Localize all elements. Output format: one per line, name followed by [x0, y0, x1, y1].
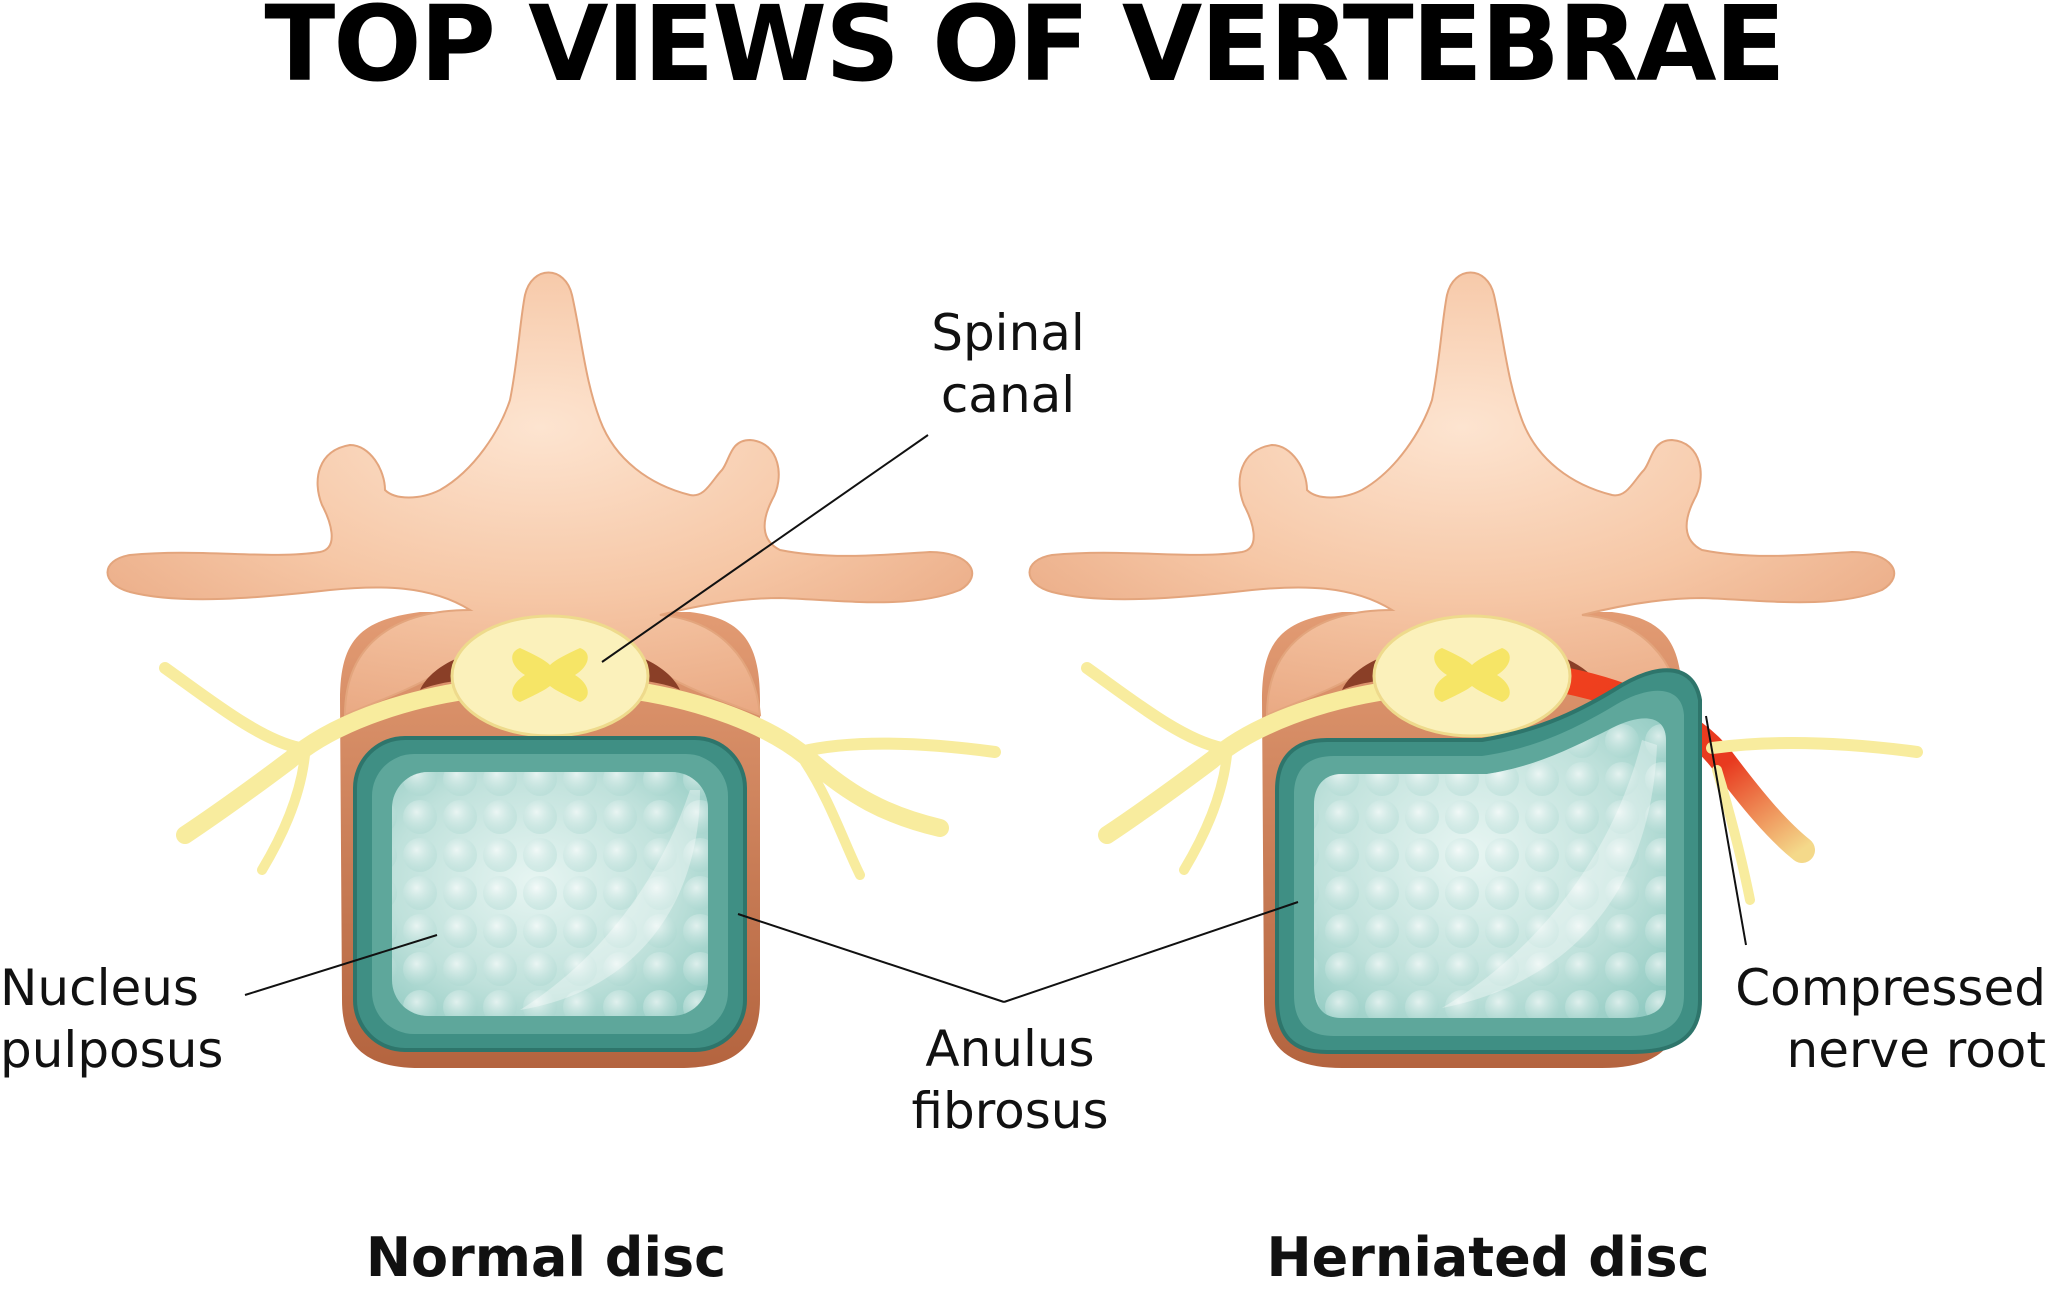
label-spinal-canal: Spinal canal: [931, 302, 1085, 426]
herniated-vertebra: [1028, 271, 1923, 1068]
herniated-nucleus-sheen: [1442, 740, 1657, 1008]
label-spinal-canal-line1: Spinal: [931, 304, 1085, 362]
normal-vertebra: [106, 271, 1001, 1068]
leader-lines: [244, 434, 1747, 1003]
normal-arch-main: [106, 271, 974, 717]
label-spinal-canal-line2: canal: [940, 366, 1076, 424]
normal-nerve-left-branch2: [257, 750, 310, 875]
label-compressed-line2: nerve root: [1786, 1021, 2047, 1079]
label-nucleus-line2: pulposus: [0, 1021, 224, 1079]
normal-nucleus-sheen: [520, 790, 700, 1010]
herniated-nerve-left-branch2: [1179, 750, 1232, 875]
label-nucleus-line1: Nucleus: [0, 959, 199, 1017]
label-compressed-nerve-root: Compressed nerve root: [1735, 957, 2046, 1081]
herniated-nerve-left: [1098, 681, 1401, 844]
label-nucleus-pulposus: Nucleus pulposus: [0, 957, 223, 1081]
herniated-nerve-right-branch: [1706, 737, 1923, 758]
normal-nerve-right-branch2: [800, 757, 865, 880]
normal-nerve-left: [176, 681, 479, 844]
leader-anulus-left: [737, 913, 1005, 1003]
label-anulus-line1: Anulus: [925, 1020, 1095, 1078]
leader-spinal-canal: [601, 434, 929, 663]
label-compressed-line1: Compressed: [1735, 959, 2046, 1017]
herniated-nerve-right-branch2: [1712, 765, 1755, 905]
leader-anulus-right: [1003, 901, 1299, 1003]
normal-nucleus-bubbles: [392, 772, 708, 1016]
leader-compressed-nerve: [1705, 715, 1747, 946]
normal-nerve-left-branch: [159, 662, 306, 754]
herniated-nucleus-bubbles: [1314, 718, 1666, 1018]
normal-nerve-right-branch: [794, 737, 1001, 758]
normal-grey-matter: [512, 648, 588, 702]
diagram-title: TOP VIEWS OF VERTEBRAE: [264, 0, 1785, 105]
normal-nerve-right: [621, 681, 949, 837]
caption-herniated-disc: Herniated disc: [1266, 1226, 1710, 1289]
herniated-grey-matter: [1434, 648, 1510, 702]
herniated-nerve-left-branch: [1081, 662, 1228, 754]
label-anulus-fibrosus: Anulus fibrosus: [911, 1018, 1108, 1142]
label-anulus-line2: fibrosus: [911, 1082, 1109, 1140]
caption-normal-disc: Normal disc: [365, 1226, 727, 1289]
herniated-arch-main: [1028, 271, 1896, 717]
leader-nucleus-pulposus: [244, 934, 438, 996]
